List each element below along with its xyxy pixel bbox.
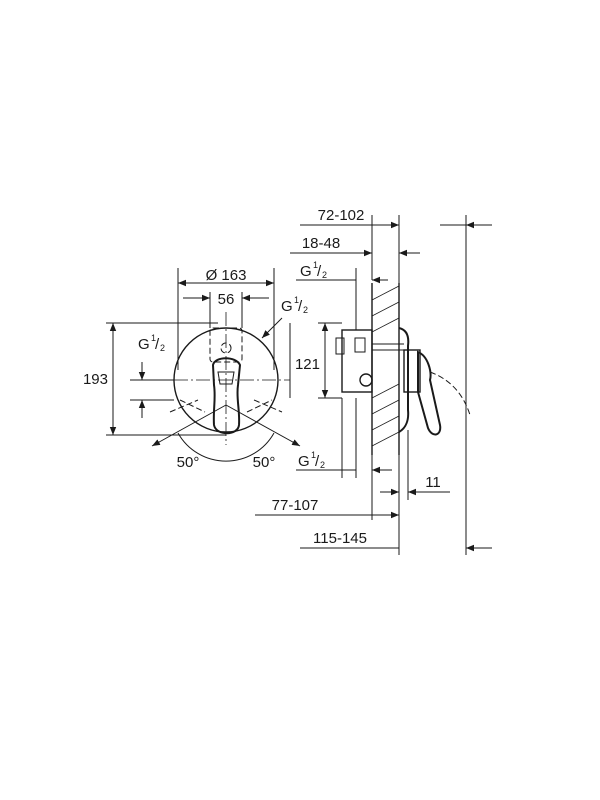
svg-text:G: G xyxy=(138,336,150,353)
dim-diameter-label: Ø 163 xyxy=(206,267,247,284)
hidden-outlet-left xyxy=(179,399,206,413)
valve-inner xyxy=(354,337,366,353)
svg-text:1: 1 xyxy=(313,260,318,270)
valve-body xyxy=(341,329,373,393)
angle-right-label: 50° xyxy=(253,454,276,471)
hidden-diverter xyxy=(220,342,232,354)
outlet-port xyxy=(359,373,373,387)
dim-11-label: 11 xyxy=(425,474,441,491)
lever-handle xyxy=(211,357,242,435)
svg-text:2: 2 xyxy=(303,305,308,315)
side-view: 72-102 18-48 G 1 / 2 121 G 1 / 2 xyxy=(255,207,492,555)
svg-text:2: 2 xyxy=(160,343,165,353)
front-view: Ø 163 56 193 G 1 / 2 G 1 / 2 xyxy=(83,267,308,471)
hidden-branch-right xyxy=(253,399,283,413)
dim-193-label: 193 xyxy=(83,371,108,388)
valve-cap xyxy=(335,337,345,355)
hidden-branch-left xyxy=(169,399,199,413)
dim-77-107-label: 77-107 xyxy=(272,497,319,514)
dim-72-102-label: 72-102 xyxy=(318,207,365,224)
svg-text:/: / xyxy=(298,298,303,315)
svg-text:G: G xyxy=(298,453,310,470)
svg-text:2: 2 xyxy=(320,460,325,470)
svg-text:/: / xyxy=(315,453,320,470)
lever-profile xyxy=(417,350,442,436)
svg-text:G: G xyxy=(300,263,312,280)
svg-text:1: 1 xyxy=(151,333,156,343)
leader-g-right xyxy=(261,317,283,339)
angle-arc xyxy=(177,432,275,462)
svg-text:1: 1 xyxy=(311,450,316,460)
angle-left-label: 50° xyxy=(177,454,200,471)
escutcheon-profile xyxy=(398,327,410,433)
thread-label-front-left: G 1 / 2 xyxy=(138,333,165,353)
thread-label-side-bottom: G 1 / 2 xyxy=(298,450,325,470)
angle-ray-right xyxy=(225,404,301,447)
handle-base xyxy=(403,349,421,393)
lever-arc-hidden xyxy=(429,371,471,416)
dim-121-label: 121 xyxy=(295,356,320,373)
svg-text:2: 2 xyxy=(322,270,327,280)
hidden-valve-body xyxy=(209,327,243,363)
dim-115-145-label: 115-145 xyxy=(313,530,367,547)
angle-ray-left xyxy=(151,404,227,447)
thread-label-side-top: G 1 / 2 xyxy=(300,260,327,280)
lever-face xyxy=(217,371,235,385)
dim-56-label: 56 xyxy=(218,291,235,308)
svg-text:1: 1 xyxy=(294,295,299,305)
svg-text:/: / xyxy=(317,263,322,280)
svg-text:G: G xyxy=(281,298,293,315)
thread-label-front-right: G 1 / 2 xyxy=(281,295,308,315)
wall-section xyxy=(371,283,400,455)
dim-18-48-label: 18-48 xyxy=(302,235,340,252)
hidden-outlet-right xyxy=(246,399,273,413)
svg-text:/: / xyxy=(155,336,160,353)
